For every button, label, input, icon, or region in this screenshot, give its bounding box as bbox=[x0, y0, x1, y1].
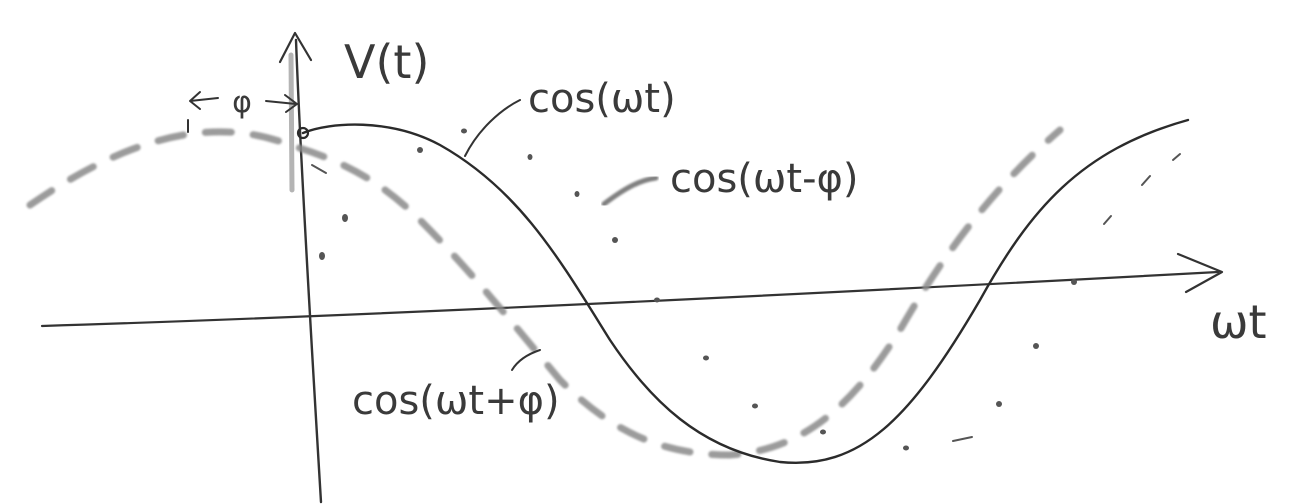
y-axis bbox=[294, 38, 323, 504]
phase-label: φ bbox=[232, 85, 252, 120]
x-axis bbox=[40, 270, 1220, 328]
y-axis-arrowhead bbox=[278, 31, 313, 64]
reference-curve-label: cos(ωt) bbox=[528, 76, 676, 122]
leading-label-leader bbox=[511, 349, 541, 371]
y-axis-shade bbox=[288, 52, 295, 193]
x-axis-label: ωt bbox=[1210, 295, 1267, 349]
phase-arrow-left bbox=[189, 91, 219, 110]
x-axis-arrowhead bbox=[1176, 252, 1224, 294]
curve-reference-solid bbox=[301, 118, 1190, 464]
lagging-label-leader bbox=[601, 175, 659, 207]
phase-arrow-right bbox=[265, 94, 298, 113]
y-axis-label: V(t) bbox=[344, 35, 429, 89]
reference-label-leader bbox=[464, 99, 521, 157]
curve-leading-dashed bbox=[26, 126, 1064, 459]
origin-marker bbox=[296, 126, 310, 140]
leading-curve-label: cos(ωt+φ) bbox=[352, 378, 560, 424]
curve-lagging-dotted bbox=[311, 128, 1181, 451]
lagging-curve-label: cos(ωt-φ) bbox=[670, 156, 859, 202]
